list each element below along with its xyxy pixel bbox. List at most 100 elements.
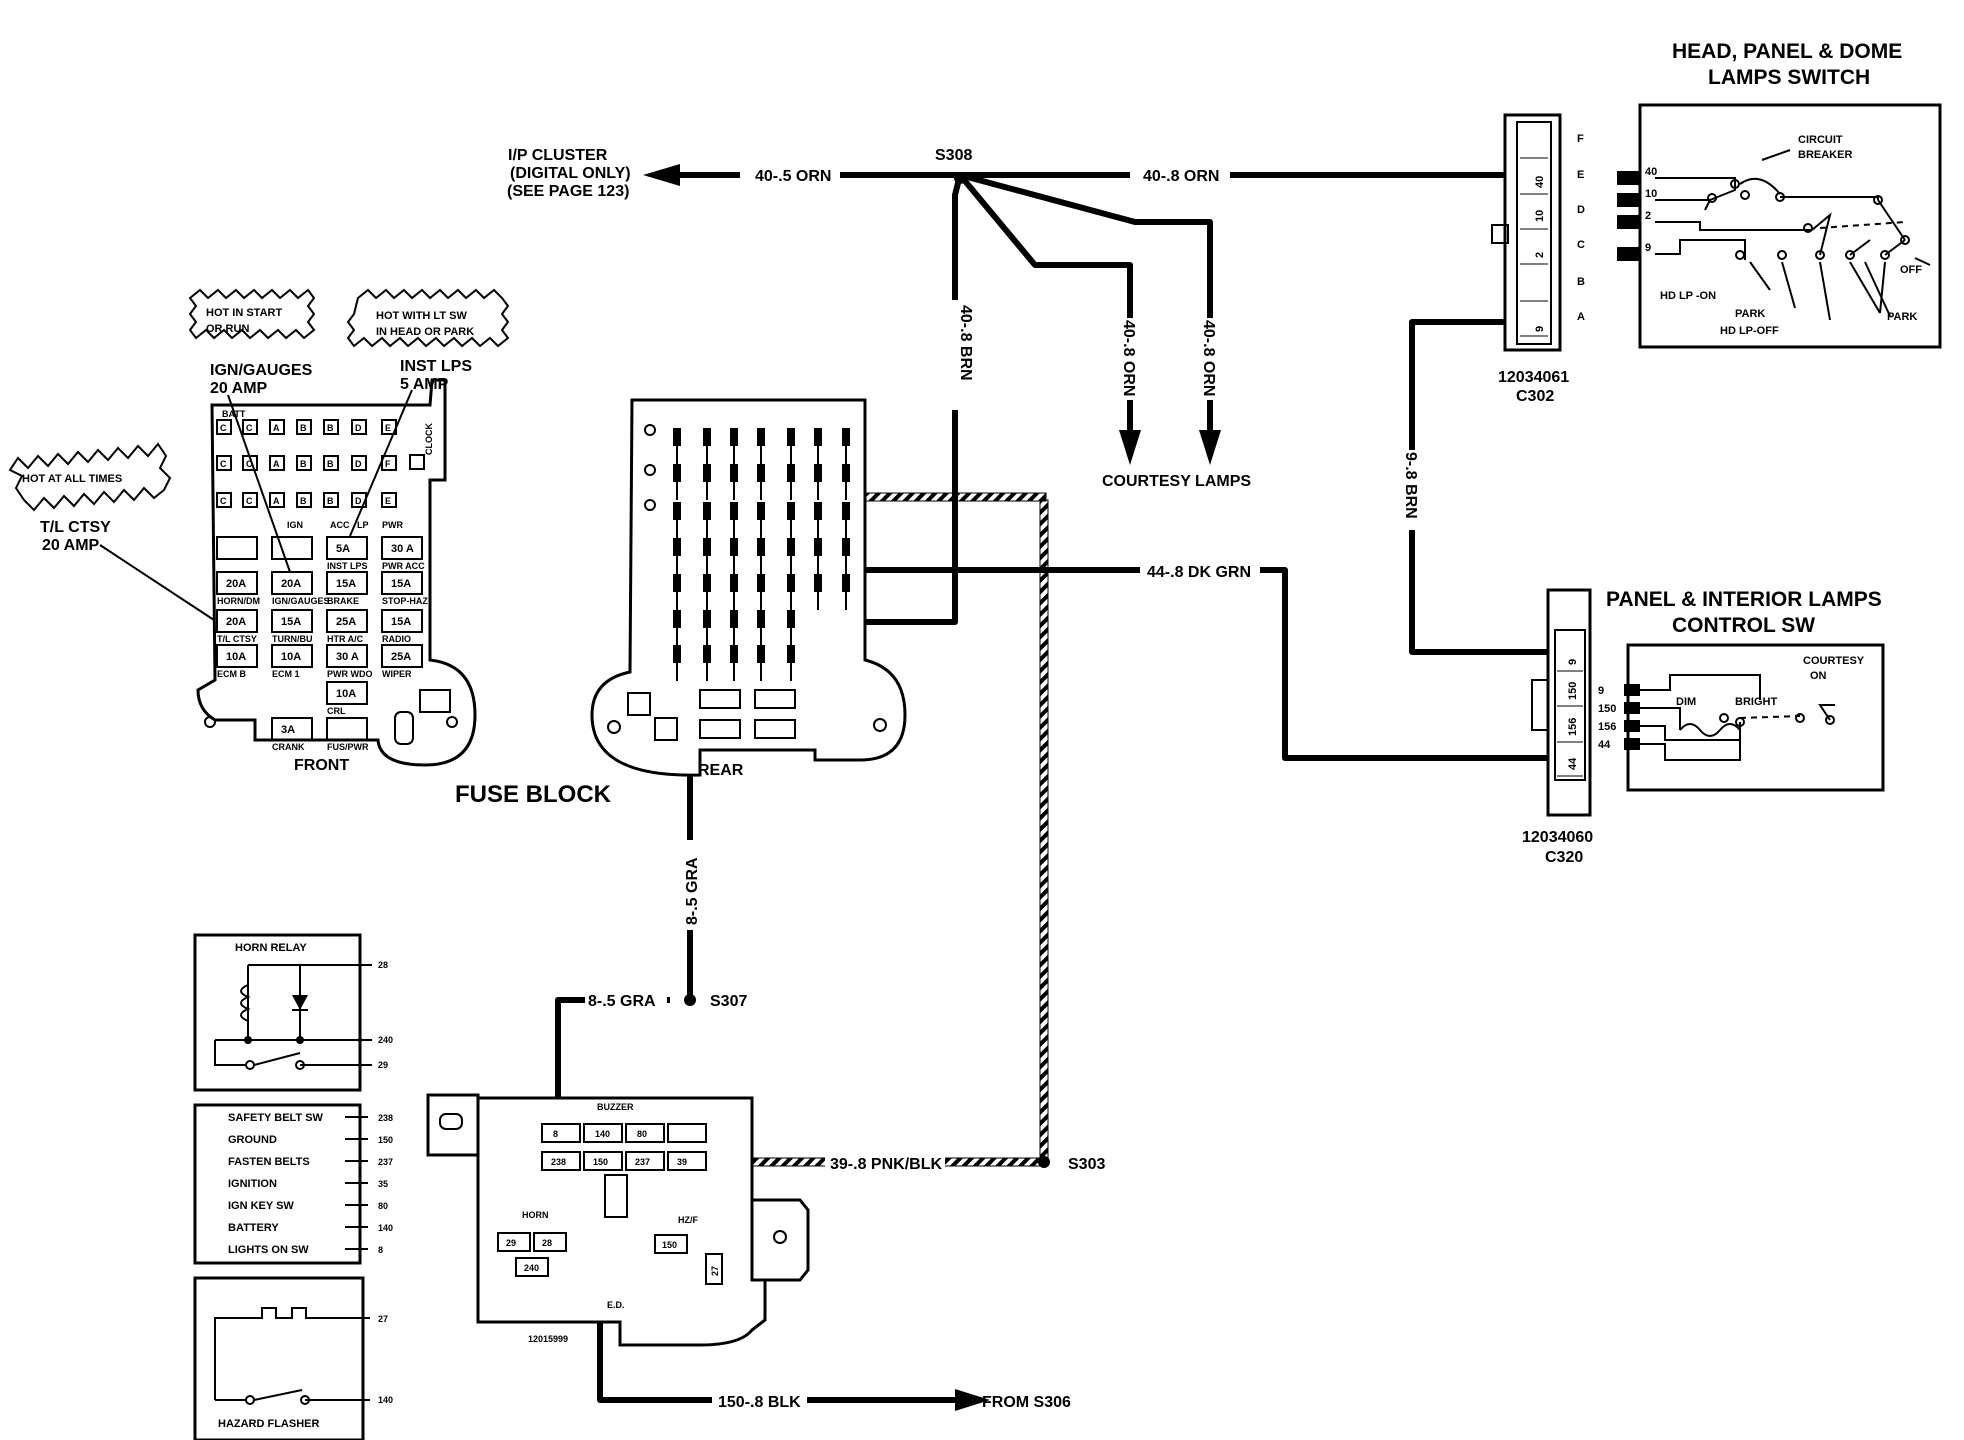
front-terminal-letter: C bbox=[220, 423, 227, 433]
label-ip-cluster-2: (DIGITAL ONLY) bbox=[510, 165, 631, 182]
module-buzzer-cell bbox=[625, 1151, 665, 1171]
rear-mount-hole-1 bbox=[644, 424, 656, 436]
module-buzzer-cell-text: 39 bbox=[677, 1157, 687, 1167]
module-vertical-slot bbox=[604, 1174, 628, 1218]
horn-relay: HORN RELAY 28 240 29 bbox=[193, 933, 393, 1092]
horn-relay-title: HORN RELAY bbox=[235, 942, 307, 954]
rear-terminal bbox=[703, 428, 711, 446]
head-switch-terminal bbox=[1617, 247, 1641, 261]
hazard-pin-140: 140 bbox=[378, 1395, 393, 1405]
panel-switch-terminal bbox=[1624, 720, 1640, 732]
leader-tl-ctsy bbox=[99, 544, 215, 621]
front-fuse-blank bbox=[216, 536, 258, 560]
label-40-08-brn: 40-.8 BRN bbox=[957, 305, 974, 381]
rear-terminal bbox=[787, 610, 795, 628]
label-9-brn: 9-.8 BRN bbox=[1402, 452, 1419, 519]
front-terminal bbox=[409, 454, 425, 470]
c302-part: 12034061 bbox=[1498, 369, 1569, 386]
head-switch-wire-number: 9 bbox=[1645, 242, 1651, 254]
c302-pin-letter: F bbox=[1577, 133, 1584, 145]
label-courtesy: COURTESY bbox=[1803, 655, 1865, 667]
panel-switch-wire-number: 44 bbox=[1598, 739, 1611, 751]
label-circuit-breaker-1: CIRCUIT bbox=[1798, 134, 1843, 146]
front-fuse-name: HTR A/C bbox=[327, 634, 364, 644]
front-mount-hole-right bbox=[446, 716, 458, 728]
rear-terminal bbox=[730, 464, 738, 482]
label-40-05-orn: 40-.5 ORN bbox=[755, 168, 831, 185]
rear-mount-hole-5 bbox=[873, 718, 887, 732]
callout-burst-all-times bbox=[8, 442, 172, 512]
head-switch-body bbox=[1638, 103, 1942, 349]
buzzer-list-number: 238 bbox=[378, 1113, 393, 1123]
label-ign-gauges: IGN/GAUGES bbox=[210, 362, 313, 379]
front-fuse-name: CRL bbox=[327, 706, 346, 716]
rear-relay-box bbox=[699, 719, 741, 739]
front-terminal bbox=[381, 492, 397, 508]
panel-switch-wire-number: 156 bbox=[1598, 721, 1616, 733]
label-park-1: PARK bbox=[1735, 308, 1765, 320]
front-fuse-value: 10A bbox=[281, 651, 301, 663]
front-terminal-letter: B bbox=[300, 496, 307, 506]
panel-switch-title-1: PANEL & INTERIOR LAMPS bbox=[1606, 588, 1882, 611]
front-fuse-value: 25A bbox=[391, 651, 411, 663]
front-terminal-letter: A bbox=[273, 459, 280, 469]
label-s303: S303 bbox=[1068, 1156, 1105, 1173]
module-buzzer-cell bbox=[541, 1151, 581, 1171]
rear-terminal bbox=[673, 574, 681, 592]
front-terminal bbox=[351, 419, 367, 435]
front-top-acc: ACC bbox=[330, 520, 350, 530]
buzzer-list-number: 150 bbox=[378, 1135, 393, 1145]
buzzer-list-number: 80 bbox=[378, 1201, 388, 1211]
front-fuse-value: 5A bbox=[336, 543, 350, 555]
arrow-courtesy-b bbox=[1199, 430, 1221, 465]
c320-name: C320 bbox=[1545, 849, 1583, 866]
label-40-08-orn-top: 40-.8 ORN bbox=[1143, 168, 1219, 185]
rear-terminal bbox=[730, 428, 738, 446]
connector-c302-inner bbox=[1516, 121, 1552, 345]
front-fuse-name: STOP-HAZ bbox=[382, 596, 428, 606]
front-terminal-letter: F bbox=[385, 459, 391, 469]
front-terminal-letter: C bbox=[220, 459, 227, 469]
front-fuse-name: T/L CTSY bbox=[217, 634, 257, 644]
buzzer-list-box bbox=[193, 1103, 362, 1265]
front-fuse bbox=[381, 536, 423, 560]
front-terminal bbox=[296, 492, 312, 508]
horn-relay-box bbox=[193, 933, 362, 1092]
buzzer-list-number: 35 bbox=[378, 1179, 388, 1189]
module-hzf-cell-text: 150 bbox=[662, 1240, 677, 1250]
label-8-gra-h: 8-.5 GRA bbox=[588, 993, 656, 1010]
label-dim: DIM bbox=[1676, 696, 1696, 708]
c320-pin-number: 156 bbox=[1567, 718, 1579, 736]
wire-courtesy-b bbox=[959, 172, 1213, 430]
label-tl-ctsy: T/L CTSY bbox=[40, 519, 111, 536]
buzzer-list-number: 140 bbox=[378, 1223, 393, 1233]
c320-pin-number: 150 bbox=[1567, 682, 1579, 700]
front-fuse-name: HORN/DM bbox=[217, 596, 260, 606]
rear-terminal bbox=[757, 502, 765, 520]
connector-c320-inner bbox=[1554, 629, 1586, 781]
module-side-cell bbox=[705, 1253, 723, 1285]
front-fuse-name: IGN/GAUGES bbox=[272, 596, 330, 606]
label-courtesy-lamps: COURTESY LAMPS bbox=[1102, 473, 1251, 490]
label-bright: BRIGHT bbox=[1735, 696, 1777, 708]
front-fuse bbox=[381, 609, 423, 633]
rear-terminal bbox=[703, 464, 711, 482]
rear-terminal bbox=[842, 502, 850, 520]
front-fuse-name: BRAKE bbox=[327, 596, 359, 606]
head-switch-terminal bbox=[1617, 193, 1641, 207]
rear-relay-slot bbox=[627, 692, 651, 716]
rear-terminal bbox=[842, 464, 850, 482]
front-fuse bbox=[216, 571, 258, 595]
front-fuse-blank bbox=[271, 536, 313, 560]
c320-part: 12034060 bbox=[1522, 829, 1593, 846]
module-buzzer-cell-text: 237 bbox=[635, 1157, 650, 1167]
front-terminal bbox=[351, 455, 367, 471]
front-terminal-letter: D bbox=[355, 423, 362, 433]
buzzer-list-number: 237 bbox=[378, 1157, 393, 1167]
front-terminal-letter: E bbox=[385, 496, 391, 506]
label-from-s306: FROM S306 bbox=[982, 1394, 1071, 1411]
rear-terminal bbox=[814, 538, 822, 556]
